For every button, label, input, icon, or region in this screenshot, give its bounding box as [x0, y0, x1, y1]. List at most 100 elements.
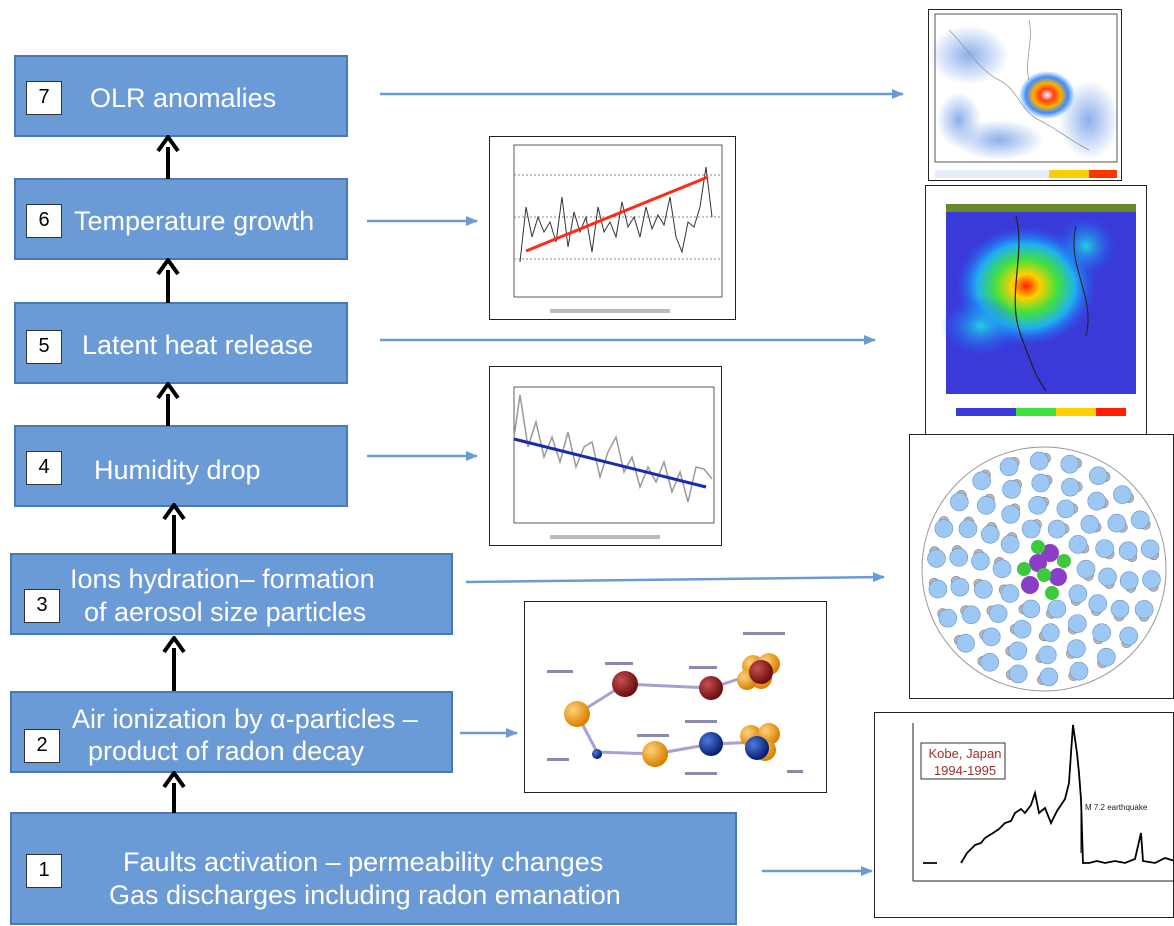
step-label: Humidity drop — [94, 455, 261, 485]
water-oxygen-atom — [1098, 567, 1117, 587]
water-oxygen-atom — [981, 627, 1001, 647]
water-oxygen-atom — [1000, 584, 1020, 603]
water-oxygen-atom — [999, 457, 1019, 477]
water-oxygen-atom — [950, 492, 969, 512]
water-oxygen-atom — [1068, 614, 1087, 633]
water-oxygen-atom — [1061, 477, 1080, 497]
radon-timeseries-chart: Kobe, Japan 1994-1995 M 7.2 earthquake — [874, 712, 1174, 918]
radon-chart-graphic — [912, 723, 1173, 882]
water-oxygen-atom — [1000, 534, 1020, 554]
water-oxygen-atom — [1002, 480, 1021, 499]
water-oxygen-atom — [1021, 519, 1041, 539]
step-number: 6 — [26, 204, 62, 238]
step-1-box: 1 Faults activation – permeability chang… — [10, 812, 737, 925]
water-oxygen-atom — [971, 551, 990, 571]
water-oxygen-atom — [992, 559, 1012, 579]
step-label-line-2: of aerosol size particles — [84, 597, 367, 627]
step-6-box: 6 Temperature growth — [14, 178, 348, 260]
water-oxygen-atom — [1110, 599, 1130, 619]
water-oxygen-atom — [1056, 499, 1076, 519]
radon-chart-title-line-1: Kobe, Japan — [928, 746, 1002, 761]
water-oxygen-atom — [1008, 664, 1028, 684]
water-oxygen-atom — [927, 549, 946, 568]
water-oxygen-atom — [1113, 485, 1132, 505]
up-arrow-4-to-5 — [156, 382, 180, 426]
temperature-trend-chart — [489, 136, 736, 320]
water-oxygen-atom — [980, 524, 1000, 544]
up-arrow-6-to-7 — [156, 135, 180, 179]
water-oxygen-atom — [1088, 466, 1108, 485]
step-number: 7 — [26, 81, 62, 115]
up-arrow-5-to-6 — [156, 258, 180, 303]
cluster-graphic — [921, 446, 1167, 692]
water-oxygen-atom — [1047, 599, 1067, 619]
temperature-chart-graphic — [513, 144, 723, 313]
step-label-line-1: Faults activation – permeability changes — [123, 847, 604, 877]
water-oxygen-atom — [1076, 559, 1096, 579]
latent-heat-map — [925, 185, 1147, 435]
water-oxygen-atom — [1037, 645, 1057, 665]
step-label: Latent heat release — [82, 330, 314, 360]
water-oxygen-atom — [1142, 570, 1161, 589]
water-oxygen-atom — [961, 605, 981, 625]
water-oxygen-atom — [1039, 667, 1059, 687]
radon-chart-annotation: M 7.2 earthquake — [1085, 803, 1148, 812]
water-oxygen-atom — [1068, 584, 1088, 604]
ionization-graphic — [547, 632, 803, 775]
water-oxygen-atom — [934, 519, 954, 538]
water-oxygen-atom — [980, 653, 1000, 672]
water-oxygen-atom — [1107, 513, 1127, 533]
step-number: 2 — [24, 729, 60, 763]
step-label-line-2: Gas discharges including radon emanation — [109, 880, 621, 910]
water-oxygen-atom — [1097, 647, 1116, 667]
water-oxygen-atom — [958, 519, 978, 539]
water-oxygen-atom — [976, 495, 996, 515]
radon-chart-title-line-2: 1994-1995 — [933, 763, 997, 778]
water-oxygen-atom — [1047, 519, 1067, 539]
step-4-box: 4 Humidity drop — [14, 425, 348, 507]
water-oxygen-atom — [928, 579, 948, 599]
water-oxygen-atom — [1118, 541, 1138, 561]
water-oxygen-atom — [1068, 535, 1088, 554]
ionization-process-diagram — [524, 601, 827, 793]
step-label-line-2: product of radon decay — [88, 736, 365, 766]
water-oxygen-atom — [1012, 619, 1032, 639]
water-oxygen-atom — [1087, 491, 1107, 511]
water-oxygen-atom — [1119, 626, 1138, 646]
step-5-box: 5 Latent heat release — [14, 302, 348, 384]
water-oxygen-atom — [938, 608, 958, 628]
water-oxygen-atom — [1041, 623, 1060, 642]
water-oxygen-atom — [1095, 539, 1114, 558]
humidity-trend-chart — [489, 366, 722, 546]
water-oxygen-atom — [1140, 539, 1160, 559]
water-oxygen-atom — [974, 580, 993, 599]
water-oxygen-atom — [1021, 599, 1041, 619]
water-oxygen-atom — [1031, 473, 1051, 493]
water-oxygen-atom — [1067, 639, 1086, 658]
water-oxygen-atom — [1060, 454, 1080, 474]
water-oxygen-atom — [1028, 496, 1047, 515]
water-oxygen-atom — [949, 547, 969, 567]
up-arrow-2-to-3 — [162, 636, 186, 691]
water-oxygen-atom — [1130, 510, 1150, 530]
water-oxygen-atom — [1001, 505, 1020, 524]
step-2-box: 2 Air ionization by α-particles – produc… — [10, 691, 453, 773]
water-oxygen-atom — [1029, 451, 1049, 471]
water-oxygen-atom — [1134, 600, 1154, 619]
step-label-line-1: Air ionization by α-particles – — [72, 704, 418, 734]
step-label: Temperature growth — [74, 206, 315, 236]
olr-anomaly-map — [928, 9, 1122, 181]
water-oxygen-atom — [972, 471, 991, 491]
water-oxygen-atom — [988, 604, 1008, 623]
step-number: 1 — [26, 854, 62, 888]
water-oxygen-atom — [956, 633, 975, 653]
ion-hydration-cluster — [909, 434, 1174, 699]
humidity-chart-graphic — [513, 386, 715, 539]
step-label: OLR anomalies — [90, 83, 277, 113]
water-oxygen-atom — [1080, 515, 1100, 534]
step-3-box: 3 Ions hydration– formation of aerosol s… — [10, 553, 453, 635]
step-label-line-1: Ions hydration– formation — [70, 564, 375, 594]
water-oxygen-atom — [1088, 594, 1108, 614]
water-oxygen-atom — [1069, 661, 1089, 681]
step-number: 3 — [24, 589, 60, 623]
